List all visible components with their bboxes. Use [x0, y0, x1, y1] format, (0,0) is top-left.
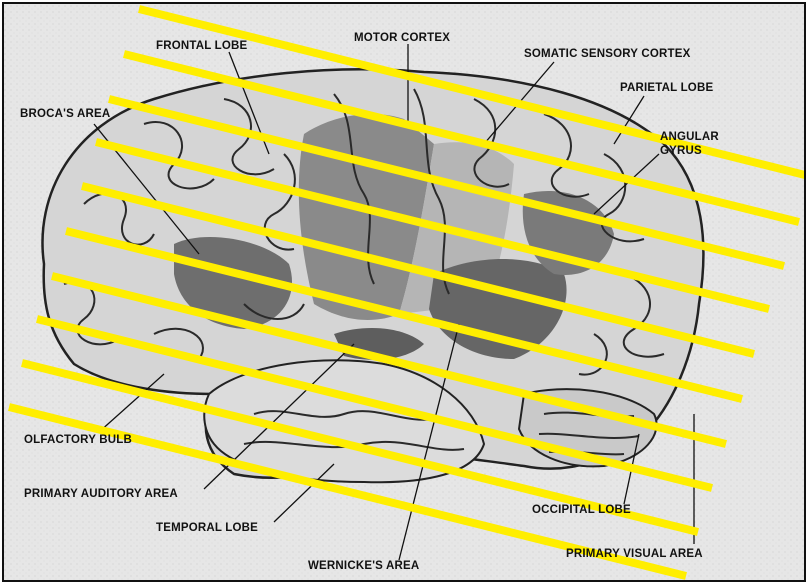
label-olfactory-bulb: OLFACTORY BULB	[24, 434, 132, 446]
label-angular-gyrus: ANGULAR GYRUS	[660, 130, 730, 158]
label-frontal-lobe: FRONTAL LOBE	[156, 40, 247, 52]
label-primary-auditory-area: PRIMARY AUDITORY AREA	[24, 488, 178, 500]
label-motor-cortex: MOTOR CORTEX	[354, 32, 450, 44]
label-somatic-sensory-cortex: SOMATIC SENSORY CORTEX	[524, 48, 690, 60]
label-temporal-lobe: TEMPORAL LOBE	[156, 522, 258, 534]
label-occipital-lobe: OCCIPITAL LOBE	[532, 504, 631, 516]
label-parietal-lobe: PARIETAL LOBE	[620, 82, 713, 94]
label-brocas-area: BROCA'S AREA	[20, 108, 110, 120]
label-wernickes-area: WERNICKE'S AREA	[308, 560, 419, 572]
label-primary-visual-area: PRIMARY VISUAL AREA	[566, 548, 703, 560]
